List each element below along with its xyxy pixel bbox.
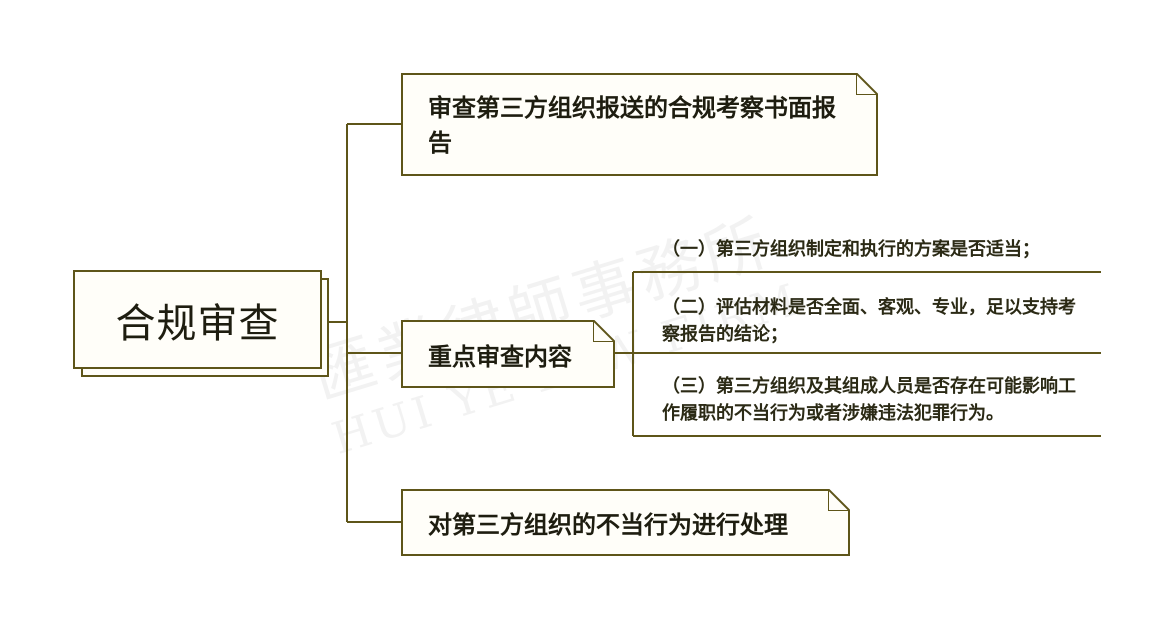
sub-item-1[interactable]: （一）第三方组织制定和执行的方案是否适当；: [662, 239, 1040, 260]
branch-node-key-review[interactable]: 重点审查内容: [401, 320, 615, 388]
branch-node-key-review-label: 重点审查内容: [428, 342, 572, 371]
branch-node-handle-misconduct[interactable]: 对第三方组织的不当行为进行处理: [401, 489, 850, 556]
sub-item-2-underline: [633, 352, 1101, 354]
branch-node-handle-misconduct-label: 对第三方组织的不当行为进行处理: [428, 511, 788, 539]
sub-item-3[interactable]: （三）第三方组织及其组成人员是否存在可能影响工作履职的不当行为或者涉嫌违法犯罪行…: [662, 376, 1076, 424]
sub-item-3-underline: [633, 435, 1101, 437]
page-fold-icon: [593, 320, 615, 342]
branch-node-report-label: 审查第三方组织报送的合规考察书面报告: [428, 94, 836, 157]
page-fold-icon: [856, 73, 878, 95]
root-node-label: 合规审查: [115, 300, 280, 347]
sub-item-1-underline: [633, 271, 1101, 273]
root-node[interactable]: 合规审查: [73, 270, 322, 369]
page-fold-icon: [828, 489, 850, 511]
sub-item-2[interactable]: （二）评估材料是否全面、客观、专业，足以支持考察报告的结论；: [662, 297, 1076, 345]
branch-node-report[interactable]: 审查第三方组织报送的合规考察书面报告: [401, 73, 878, 176]
